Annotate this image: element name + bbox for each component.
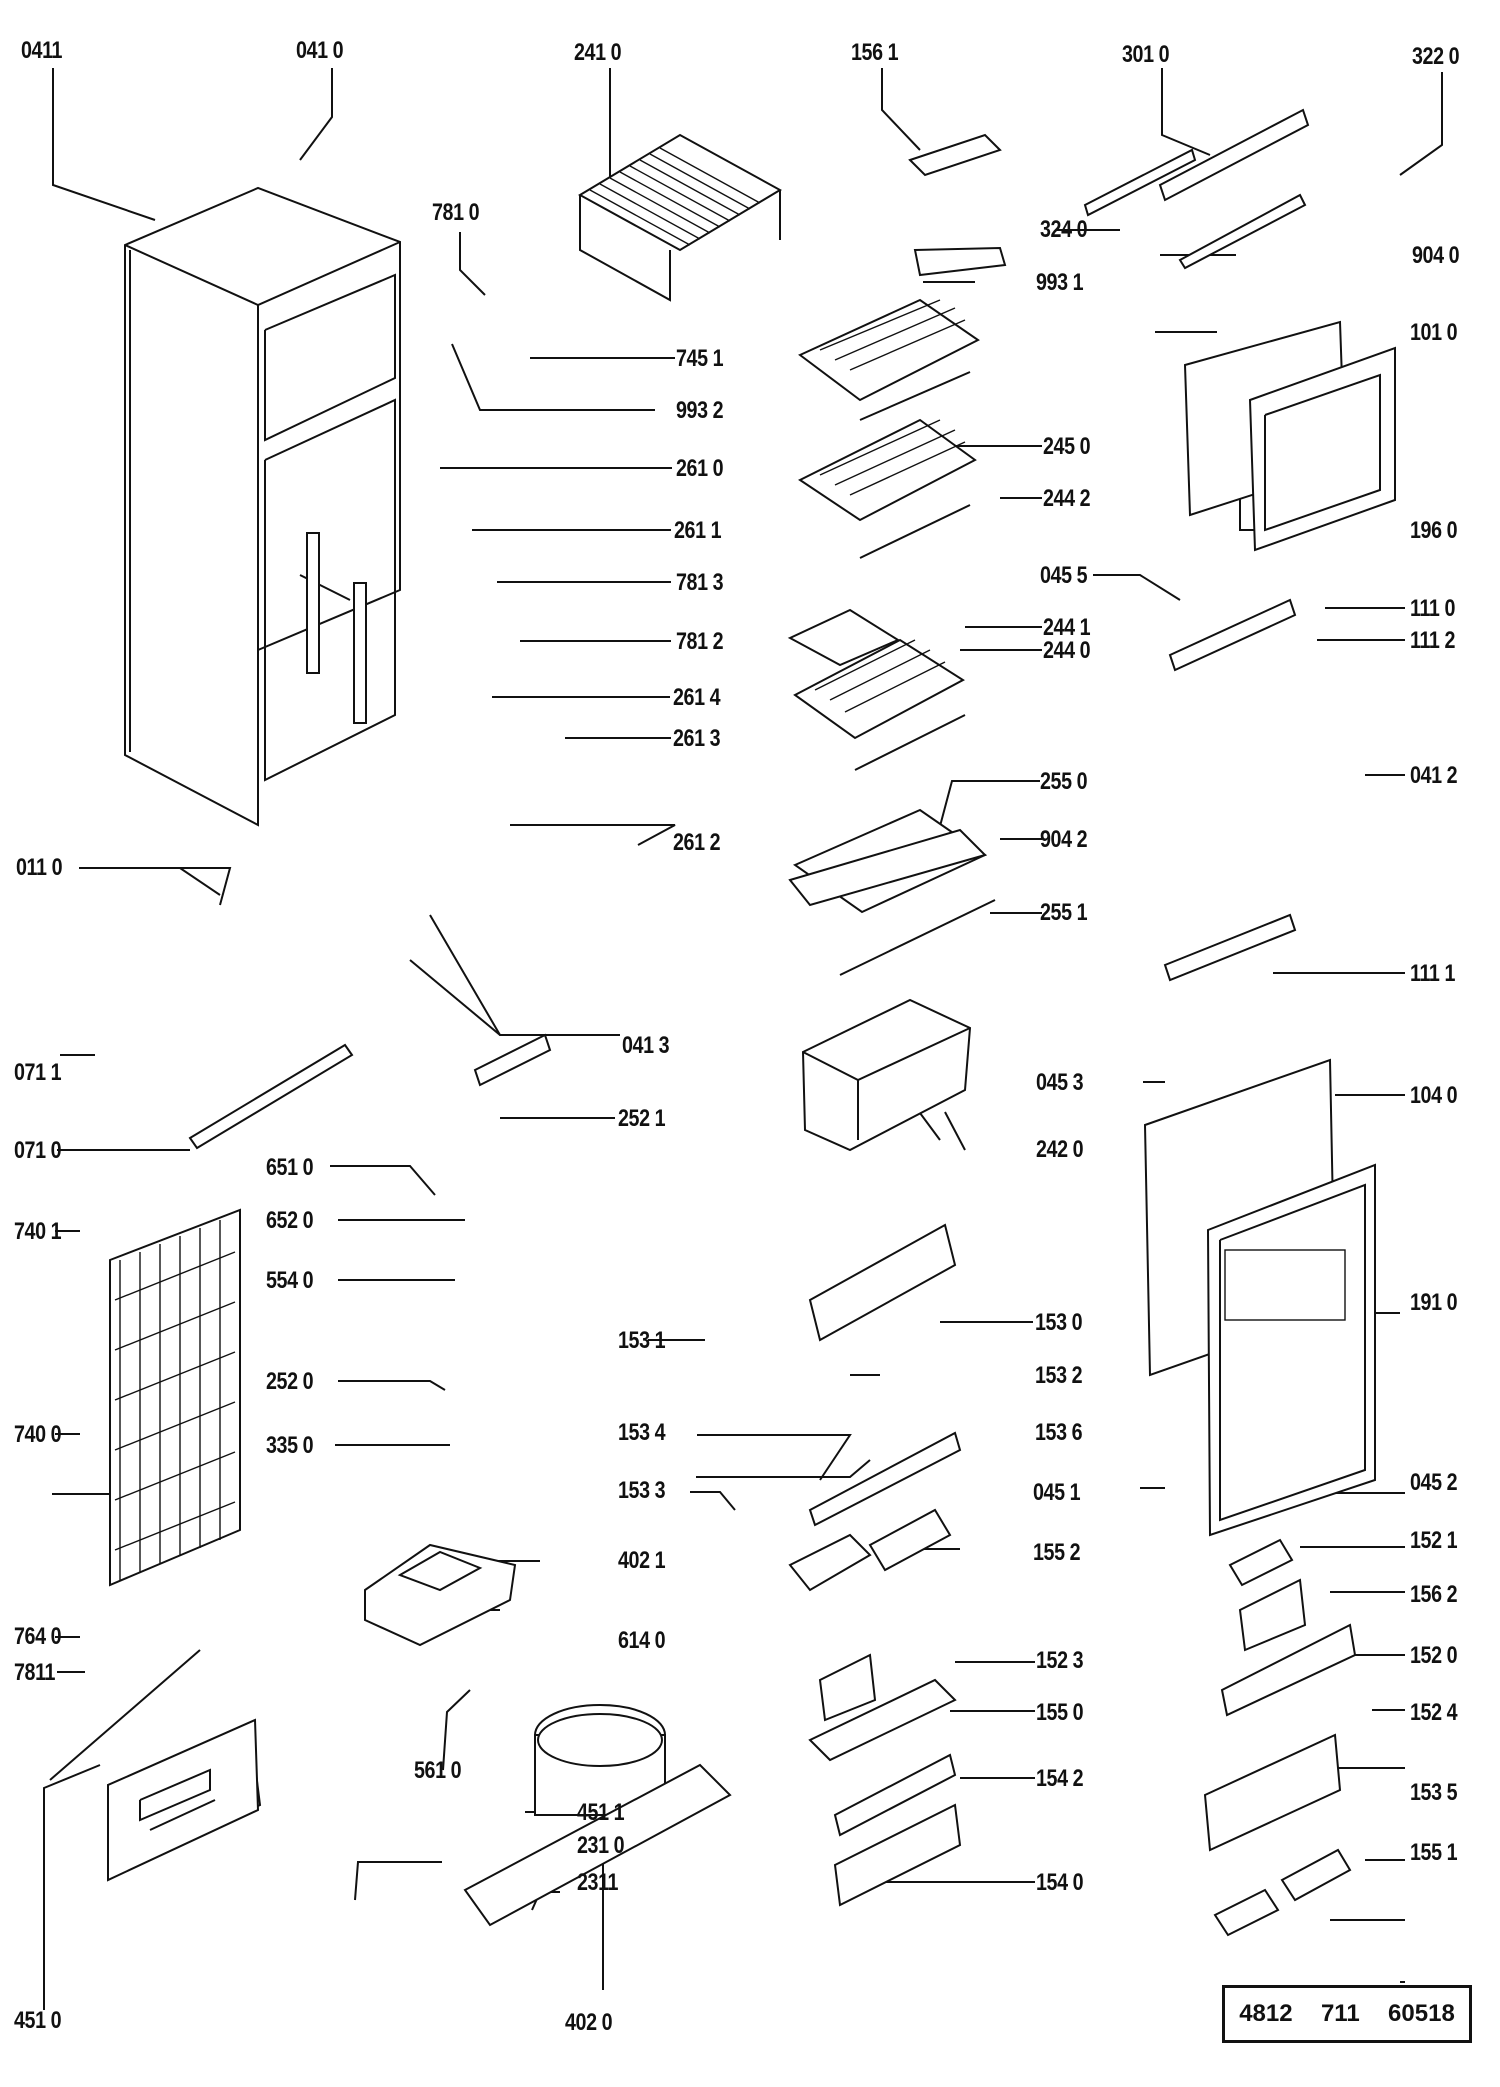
part-label-402-0: 402 0 bbox=[565, 2009, 613, 2036]
part-label-045-5: 045 5 bbox=[1040, 562, 1088, 589]
part-label-155-0: 155 0 bbox=[1036, 1699, 1084, 1726]
part-label-261-4: 261 4 bbox=[673, 684, 721, 711]
drip-tray-drawing bbox=[364, 1543, 517, 1647]
condenser-drawing bbox=[109, 1208, 241, 1587]
part-label-041-2: 041 2 bbox=[1410, 762, 1458, 789]
part-label-152-3: 152 3 bbox=[1036, 1647, 1084, 1674]
part-label-255-0: 255 0 bbox=[1040, 768, 1088, 795]
part-label-155-1: 155 1 bbox=[1410, 1839, 1458, 1866]
part-label-156-1: 156 1 bbox=[851, 39, 899, 66]
part-label-154-2: 154 2 bbox=[1036, 1765, 1084, 1792]
part-label-152-1: 152 1 bbox=[1410, 1527, 1458, 1554]
doc-number-part-2: 711 bbox=[1320, 2000, 1360, 2027]
part-label-904-0: 904 0 bbox=[1412, 242, 1460, 269]
crisper-drawer-drawing bbox=[801, 998, 972, 1152]
part-label-652-0: 652 0 bbox=[266, 1207, 314, 1234]
freezer-door-drawing bbox=[1183, 320, 1396, 552]
part-label-153-0: 153 0 bbox=[1035, 1309, 1083, 1336]
part-label-152-4: 152 4 bbox=[1410, 1699, 1458, 1726]
part-label-745-1: 745 1 bbox=[676, 345, 724, 372]
part-label-781-0: 781 0 bbox=[432, 199, 480, 226]
part-label-101-0: 101 0 bbox=[1410, 319, 1458, 346]
part-label-152-0: 152 0 bbox=[1410, 1642, 1458, 1669]
part-label-071-1: 071 1 bbox=[14, 1059, 62, 1086]
part-label-324-0: 324 0 bbox=[1040, 216, 1088, 243]
part-label-041-3: 041 3 bbox=[622, 1032, 670, 1059]
part-label-781-2: 781 2 bbox=[676, 628, 724, 655]
part-label-045-2: 045 2 bbox=[1410, 1469, 1458, 1496]
document-number-box: 4812 711 60518 bbox=[1222, 1985, 1472, 2043]
freezer-cover-drawing bbox=[577, 133, 783, 302]
part-label-231-0: 231 0 bbox=[577, 1832, 625, 1859]
part-label-156-2: 156 2 bbox=[1410, 1581, 1458, 1608]
part-label-451-1: 451 1 bbox=[577, 1799, 625, 1826]
cabinet-drawing bbox=[124, 186, 401, 827]
part-label-261-2: 261 2 bbox=[673, 829, 721, 856]
part-label-252-1: 252 1 bbox=[618, 1105, 666, 1132]
part-label-153-3: 153 3 bbox=[618, 1477, 666, 1504]
doc-number-part-1: 4812 bbox=[1239, 2000, 1293, 2027]
part-label-153-1: 153 1 bbox=[618, 1327, 666, 1354]
part-label-154-0: 154 0 bbox=[1036, 1869, 1084, 1896]
part-label-614-0: 614 0 bbox=[618, 1627, 666, 1654]
part-label-764-0: 764 0 bbox=[14, 1623, 62, 1650]
compressor-drawing bbox=[463, 1704, 732, 1927]
part-label-261-0: 261 0 bbox=[676, 455, 724, 482]
part-label-255-1: 255 1 bbox=[1040, 899, 1088, 926]
part-label-111-2: 111 2 bbox=[1410, 627, 1456, 654]
doc-number-part-3: 60518 bbox=[1388, 2000, 1455, 2027]
part-label-196-0: 196 0 bbox=[1410, 517, 1458, 544]
part-label-301-0: 301 0 bbox=[1122, 41, 1170, 68]
part-label-740-0: 740 0 bbox=[14, 1421, 62, 1448]
part-label-402-1: 402 1 bbox=[618, 1547, 666, 1574]
part-label-651-0: 651 0 bbox=[266, 1154, 314, 1181]
part-label-244-2: 244 2 bbox=[1043, 485, 1091, 512]
part-label-045-1: 045 1 bbox=[1033, 1479, 1081, 1506]
part-label-335-0: 335 0 bbox=[266, 1432, 314, 1459]
part-label-561-0: 561 0 bbox=[414, 1757, 462, 1784]
part-label-071-0: 071 0 bbox=[14, 1137, 62, 1164]
part-label-111-1: 111 1 bbox=[1410, 960, 1456, 987]
part-label-554-0: 554 0 bbox=[266, 1267, 314, 1294]
leader-lines bbox=[43, 68, 1443, 2010]
part-label-045-3: 045 3 bbox=[1036, 1069, 1084, 1096]
part-label-252-0: 252 0 bbox=[266, 1368, 314, 1395]
part-label-041-0: 041 0 bbox=[296, 37, 344, 64]
part-label-740-1: 740 1 bbox=[14, 1218, 62, 1245]
part-label-781-3: 781 3 bbox=[676, 569, 724, 596]
part-label-153-6: 153 6 bbox=[1035, 1419, 1083, 1446]
part-label-104-0: 104 0 bbox=[1410, 1082, 1458, 1109]
part-label-0411: 0411 bbox=[21, 37, 63, 64]
fridge-door-drawing bbox=[1143, 1058, 1376, 1537]
part-label-153-5: 153 5 bbox=[1410, 1779, 1458, 1806]
part-label-322-0: 322 0 bbox=[1412, 43, 1460, 70]
part-label-153-2: 153 2 bbox=[1035, 1362, 1083, 1389]
part-label-155-2: 155 2 bbox=[1033, 1539, 1081, 1566]
part-label-191-0: 191 0 bbox=[1410, 1289, 1458, 1316]
rear-cover-drawing bbox=[49, 1649, 262, 1882]
part-label-261-1: 261 1 bbox=[674, 517, 722, 544]
part-label-011-0: 011 0 bbox=[16, 854, 63, 881]
part-label-993-1: 993 1 bbox=[1036, 269, 1084, 296]
part-label-242-0: 242 0 bbox=[1036, 1136, 1084, 1163]
part-label-7811: 7811 bbox=[14, 1659, 56, 1686]
part-label-2311: 2311 bbox=[577, 1869, 619, 1896]
part-label-241-0: 241 0 bbox=[574, 39, 622, 66]
part-label-993-2: 993 2 bbox=[676, 397, 724, 424]
part-label-261-3: 261 3 bbox=[673, 725, 721, 752]
part-label-245-0: 245 0 bbox=[1043, 433, 1091, 460]
part-label-451-0: 451 0 bbox=[14, 2007, 62, 2034]
door-bins-drawing bbox=[788, 1223, 1357, 1937]
part-label-153-4: 153 4 bbox=[618, 1419, 666, 1446]
part-label-244-1: 244 1 bbox=[1043, 614, 1091, 641]
part-label-111-0: 111 0 bbox=[1410, 595, 1456, 622]
part-label-904-2: 904 2 bbox=[1040, 826, 1088, 853]
top-right-parts-drawing bbox=[188, 108, 1310, 1150]
part-label-244-0: 244 0 bbox=[1043, 637, 1091, 664]
